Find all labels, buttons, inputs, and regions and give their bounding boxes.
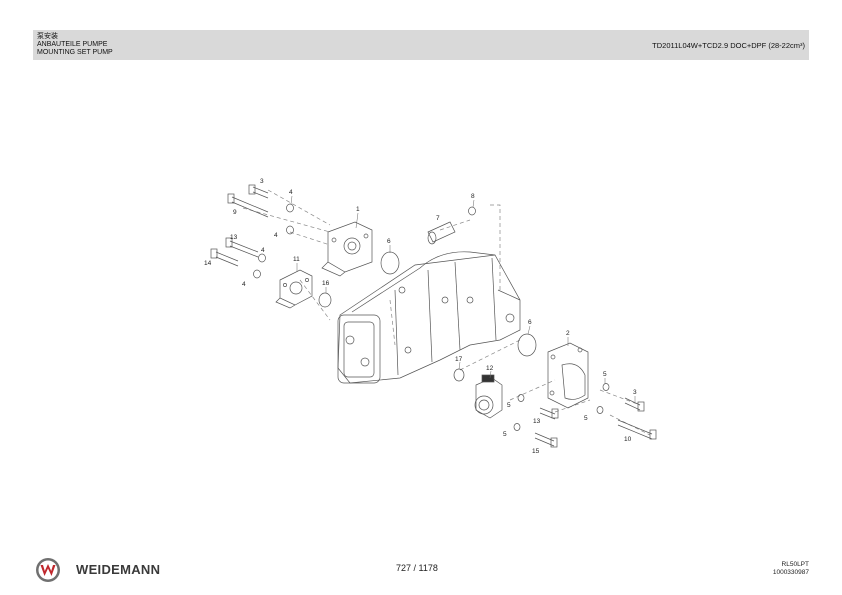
callout-6b: 6 bbox=[528, 319, 532, 326]
model-code: RL50LPT bbox=[781, 561, 809, 568]
callout-13a: 13 bbox=[230, 234, 238, 241]
o-ring-17 bbox=[453, 368, 465, 382]
header-titles: 泵安装 ANBAUTEILE PUMPE MOUNTING SET PUMP bbox=[37, 33, 113, 57]
model-designation: TD2011L04W+TCD2.9 DOC+DPF (28-22cm³) bbox=[652, 41, 805, 50]
fitting-part-12 bbox=[474, 374, 503, 419]
callout-3b: 3 bbox=[633, 389, 637, 396]
callout-17: 17 bbox=[455, 356, 463, 363]
o-ring-16 bbox=[318, 292, 332, 308]
callout-11: 11 bbox=[293, 256, 300, 263]
document-number: 1000330987 bbox=[772, 569, 809, 576]
weidemann-logo-icon bbox=[36, 558, 60, 582]
callout-16: 16 bbox=[322, 280, 330, 287]
callout-7: 7 bbox=[436, 215, 440, 222]
callout-13b: 13 bbox=[533, 418, 541, 425]
callout-14: 14 bbox=[204, 260, 212, 267]
page-number: 727 / 1178 bbox=[396, 563, 438, 573]
o-ring-6-upper bbox=[380, 251, 400, 275]
callout-labels: 1 2 3 3 4 4 4 4 5 5 5 5 6 6 7 8 9 10 11 … bbox=[204, 178, 637, 455]
callout-10: 10 bbox=[624, 436, 632, 443]
callout-2: 2 bbox=[566, 330, 570, 337]
bolt-part-7 bbox=[427, 221, 456, 245]
gear-pump-body bbox=[337, 251, 521, 384]
brand-name: WEIDEMANN bbox=[76, 562, 161, 577]
callout-1: 1 bbox=[356, 206, 360, 213]
bolts bbox=[210, 184, 657, 448]
flange-part-2 bbox=[547, 342, 589, 409]
callout-12: 12 bbox=[486, 365, 494, 372]
callout-5d: 5 bbox=[584, 415, 588, 422]
callout-4b: 4 bbox=[274, 232, 278, 239]
callout-4d: 4 bbox=[242, 281, 246, 288]
title-chinese: 泵安装 bbox=[37, 33, 58, 40]
callout-5b: 5 bbox=[507, 402, 511, 409]
leader-lines bbox=[290, 195, 636, 402]
page-header: 泵安装 ANBAUTEILE PUMPE MOUNTING SET PUMP T… bbox=[33, 30, 809, 60]
callout-5a: 5 bbox=[603, 371, 607, 378]
flange-part-11 bbox=[275, 269, 313, 309]
o-ring-6-lower bbox=[517, 333, 537, 357]
title-english: MOUNTING SET PUMP bbox=[37, 49, 113, 56]
callout-6a: 6 bbox=[387, 238, 391, 245]
callout-9: 9 bbox=[233, 209, 237, 216]
callout-3a: 3 bbox=[260, 178, 264, 185]
callout-4c: 4 bbox=[261, 247, 265, 254]
washers bbox=[253, 203, 610, 431]
assembly-guide-lines bbox=[242, 189, 651, 436]
document-codes: RL50LPT 1000330987 bbox=[773, 561, 809, 577]
title-german: ANBAUTEILE PUMPE bbox=[37, 41, 108, 48]
callout-4a: 4 bbox=[289, 189, 293, 196]
callout-8: 8 bbox=[471, 193, 475, 200]
callout-5c: 5 bbox=[503, 431, 507, 438]
callout-15: 15 bbox=[532, 448, 540, 455]
flange-part-1 bbox=[321, 221, 373, 277]
